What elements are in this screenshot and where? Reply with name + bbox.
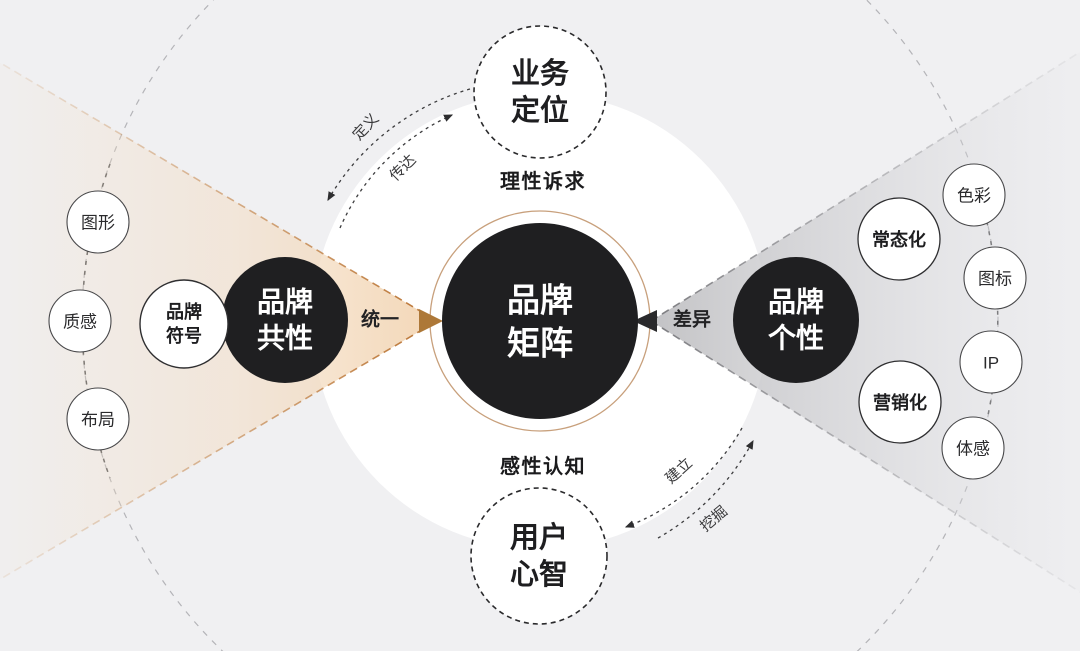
brand-symbol-label-line2: 符号: [166, 325, 202, 346]
top-node: 业务 定位: [473, 25, 607, 159]
right-satellite-node: 图标: [963, 246, 1027, 310]
top-node-circle: [473, 25, 607, 159]
marketing-circle: [858, 360, 942, 444]
left-main-node: 品牌 共性: [222, 257, 348, 383]
left-satellite-circle: [48, 289, 112, 353]
center-node-label-line2: 矩阵: [507, 325, 573, 362]
brand-symbol-node: 品牌 符号: [139, 279, 229, 369]
right-main-node-circle: [733, 257, 859, 383]
marketing-label: 营销化: [873, 392, 927, 413]
right-satellite-label: IP: [983, 354, 999, 373]
left-satellite-node: 质感: [48, 289, 112, 353]
right-satellite-circle: [942, 163, 1006, 227]
left-satellite-label: 图形: [81, 214, 115, 233]
brand-symbol-label-line1: 品牌: [166, 301, 202, 322]
right-triangle-top-edge: [650, 51, 1080, 322]
normalization-label: 常态化: [872, 229, 926, 250]
left-satellite-label: 布局: [81, 411, 115, 430]
right-satellite-circle: [941, 416, 1005, 480]
right-triangle-bottom-edge: [650, 320, 1080, 593]
right-satellite-label: 体感: [956, 440, 990, 459]
perceptual-cognition-caption: 感性认知: [500, 454, 586, 478]
bottom-node: 用户 心智: [470, 487, 608, 625]
right-satellite-circle: [963, 246, 1027, 310]
difference-label: 差异: [673, 308, 711, 331]
normalization-circle: [857, 197, 941, 281]
rational-appeal-caption: 理性诉求: [500, 169, 586, 193]
right-satellite-node: IP: [959, 330, 1023, 394]
brand-symbol-circle: [139, 279, 229, 369]
left-satellite-circle: [66, 387, 130, 451]
left-main-label-line1: 品牌: [257, 287, 313, 318]
left-satellite-node: 布局: [66, 387, 130, 451]
top-node-label-line1: 业务: [511, 57, 569, 90]
left-main-label-line2: 共性: [257, 323, 313, 354]
left-triangle-bottom-edge: [0, 320, 438, 581]
unify-label: 统一: [361, 308, 399, 331]
define-arrow-icon: [327, 88, 471, 201]
left-satellite-circle: [66, 190, 130, 254]
bottom-node-label-line2: 心智: [510, 558, 568, 591]
center-node: 品牌 矩阵: [442, 223, 638, 419]
excavate-arrow-icon: [657, 440, 754, 539]
left-satellite-node: 图形: [66, 190, 130, 254]
right-satellite-circle: [959, 330, 1023, 394]
bottom-node-circle: [470, 487, 608, 625]
top-node-label-line2: 定位: [511, 93, 569, 127]
right-main-node: 品牌 个性: [733, 257, 859, 383]
bottom-node-label-line1: 用户: [510, 520, 568, 554]
right-triangle-arrowhead-icon: [633, 310, 657, 332]
right-satellite-label: 色彩: [957, 187, 991, 206]
center-node-label-line1: 品牌: [507, 282, 573, 319]
left-triangle-top-edge: [0, 61, 438, 322]
right-satellite-node: 色彩: [942, 163, 1006, 227]
left-main-node-circle: [222, 257, 348, 383]
left-triangle-arrowhead-icon: [419, 309, 443, 333]
right-satellite-label: 图标: [978, 270, 1012, 289]
left-satellite-label: 质感: [63, 313, 97, 332]
right-main-label-line2: 个性: [768, 323, 824, 354]
center-node-circle: [442, 223, 638, 419]
right-satellite-node: 体感: [941, 416, 1005, 480]
marketing-node: 营销化: [858, 360, 942, 444]
right-main-label-line1: 品牌: [768, 287, 824, 318]
establish-arrow-icon: [624, 427, 743, 528]
normalization-node: 常态化: [857, 197, 941, 281]
